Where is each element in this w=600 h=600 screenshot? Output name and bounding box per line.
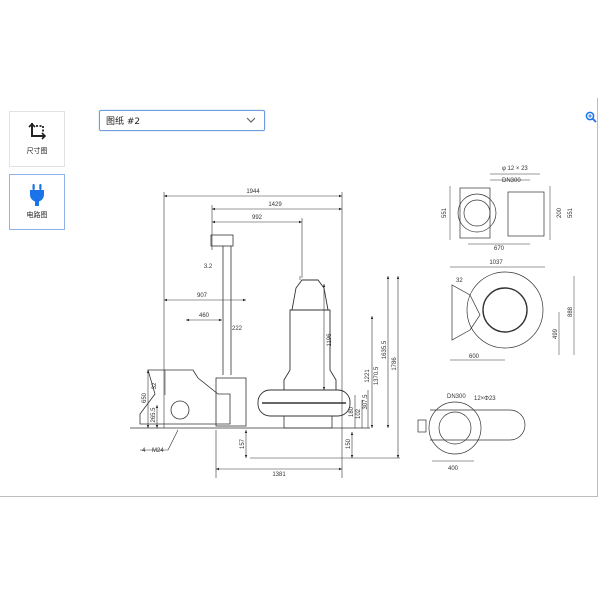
drawing-viewer-frame	[0, 98, 598, 497]
plug-icon	[29, 184, 45, 206]
drawing-select[interactable]: 图纸 #2	[99, 110, 265, 131]
tab-circuit-diagram[interactable]: 电路图	[9, 174, 65, 230]
chevron-down-icon	[246, 116, 256, 127]
tab-label: 电路图	[26, 211, 48, 219]
dimension-crop-icon	[27, 122, 47, 142]
zoom-in-icon	[585, 108, 597, 127]
zoom-in-button[interactable]	[585, 108, 597, 123]
tab-label: 尺寸图	[26, 147, 48, 155]
tab-dimension-drawing[interactable]: 尺寸图	[9, 111, 65, 167]
drawing-select-value: 图纸 #2	[106, 117, 141, 127]
